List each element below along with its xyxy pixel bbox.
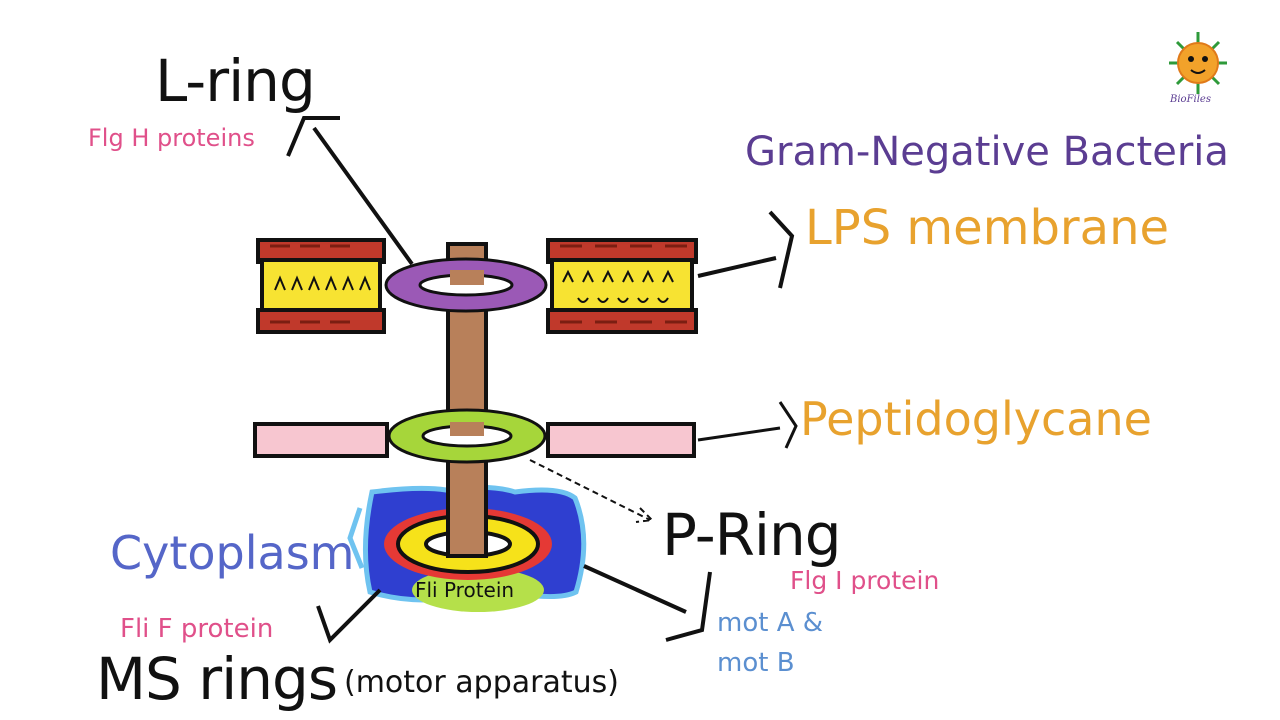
l-ring-shape <box>384 257 548 313</box>
ms-rings-pointer <box>316 588 382 644</box>
lps-label: LPS membrane <box>805 200 1170 256</box>
l-ring-protein-label: Flg H proteins <box>88 124 255 152</box>
peptidoglycan-left <box>253 422 389 458</box>
lps-pointer <box>697 210 795 289</box>
l-ring-label: L-ring <box>155 47 316 115</box>
peptidoglycan-right <box>546 422 696 458</box>
mot-pointer <box>583 564 712 642</box>
ms-rings-label: MS rings <box>96 645 338 713</box>
p-ring-label: P-Ring <box>662 501 842 569</box>
peptidoglycan-pointer <box>697 401 798 449</box>
cytoplasm-label: Cytoplasm <box>110 526 355 580</box>
fli-protein-base <box>412 568 544 612</box>
fli-protein-label: Fli Protein <box>415 578 515 602</box>
lps-membrane-right <box>546 238 698 334</box>
biofiles-logo <box>1169 32 1227 94</box>
p-ring-pointer <box>529 459 655 523</box>
p-ring-shape <box>387 408 547 464</box>
peptidoglycane-label: Peptidoglycane <box>800 392 1152 446</box>
mot-b-label: mot B <box>717 648 795 678</box>
cytoplasm-bracket <box>347 507 365 569</box>
motor-apparatus-label: (motor apparatus) <box>344 665 619 700</box>
diagram-title: Gram-Negative Bacteria <box>745 129 1229 175</box>
logo-text: BioFiles <box>1170 94 1211 105</box>
p-ring-protein-label: Flg I protein <box>790 566 940 595</box>
lps-membrane-left <box>256 238 386 334</box>
l-ring-pointer <box>286 116 414 266</box>
mot-a-label: mot A & <box>717 608 824 638</box>
fli-f-protein-label: Fli F protein <box>120 614 274 644</box>
